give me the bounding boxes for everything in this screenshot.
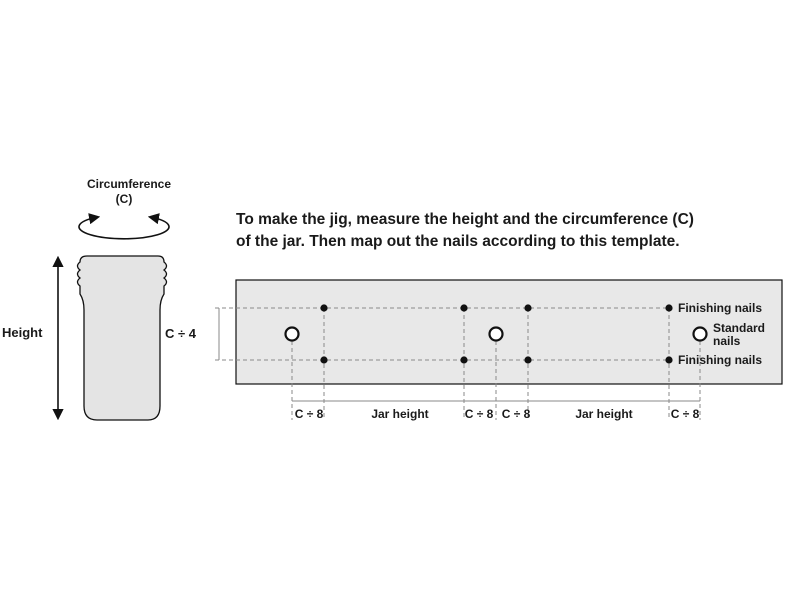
finishing-nail-dot bbox=[665, 304, 673, 312]
template-board bbox=[235, 279, 783, 385]
standard-nail-circle bbox=[488, 326, 504, 342]
instruction-line-2: of the jar. Then map out the nails accor… bbox=[236, 233, 680, 250]
standard-nail-circle bbox=[692, 326, 708, 342]
c-div-4-label: C ÷ 4 bbox=[165, 326, 197, 341]
finishing-nail-dot bbox=[524, 356, 532, 364]
dimension-jar-height: Jar height bbox=[371, 407, 428, 421]
instruction-line-1: To make the jig, measure the height and … bbox=[236, 211, 694, 228]
dimension-c-div-8: C ÷ 8 bbox=[502, 407, 531, 421]
finishing-nail-dot bbox=[320, 304, 328, 312]
finishing-nails-top-label: Finishing nails bbox=[678, 301, 762, 315]
dimension-c-div-8: C ÷ 8 bbox=[465, 407, 494, 421]
dimension-jar-height: Jar height bbox=[575, 407, 632, 421]
finishing-nail-dot bbox=[460, 356, 468, 364]
standard-nail-circle bbox=[284, 326, 300, 342]
dimension-c-div-8: C ÷ 8 bbox=[295, 407, 324, 421]
circumference-arrow-icon bbox=[78, 213, 170, 240]
finishing-nail-dot bbox=[665, 356, 673, 364]
circumference-label: Circumference bbox=[87, 177, 171, 191]
finishing-nail-dot bbox=[320, 356, 328, 364]
dimension-c-div-8: C ÷ 8 bbox=[671, 407, 700, 421]
standard-nails-label-2: nails bbox=[713, 334, 741, 348]
height-label: Height bbox=[2, 325, 43, 340]
finishing-nail-dot bbox=[460, 304, 468, 312]
jar-outline bbox=[76, 255, 168, 421]
finishing-nails-bottom-label: Finishing nails bbox=[678, 353, 762, 367]
standard-nails-label: Standard bbox=[713, 321, 765, 335]
finishing-nail-dot bbox=[524, 304, 532, 312]
circumference-c-label: (C) bbox=[116, 192, 133, 206]
